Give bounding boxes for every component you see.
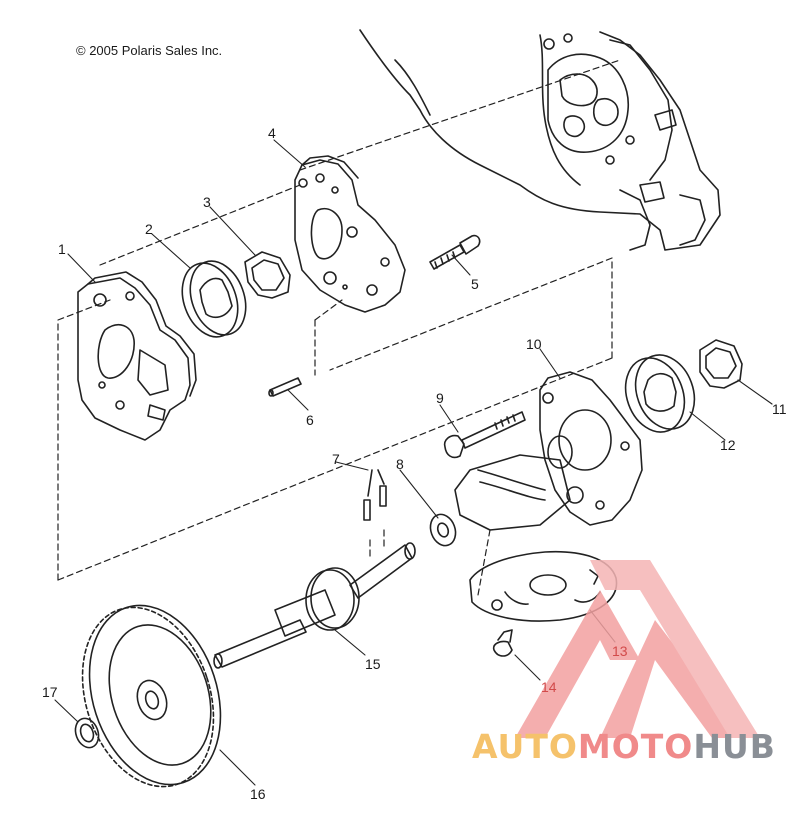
part-6-dowel-pin bbox=[268, 377, 302, 397]
part-12-outer-rotor bbox=[624, 354, 696, 433]
callout-15: 15 bbox=[365, 656, 381, 672]
crankcase-housing bbox=[359, 29, 721, 251]
callout-4: 4 bbox=[268, 125, 276, 141]
leader-lines bbox=[54, 139, 773, 786]
callout-8: 8 bbox=[396, 456, 404, 472]
part-2-outer-rotor bbox=[181, 260, 247, 338]
callout-16: 16 bbox=[250, 786, 266, 802]
part-4-pump-plate bbox=[294, 155, 406, 313]
callout-1: 1 bbox=[58, 241, 66, 257]
callout-2: 2 bbox=[145, 221, 153, 237]
watermark-logo bbox=[515, 560, 760, 738]
part-10-pump-cover bbox=[454, 371, 643, 531]
alignment-lines bbox=[57, 59, 621, 596]
watermark-hub: HUB bbox=[693, 727, 776, 766]
copyright-notice: © 2005 Polaris Sales Inc. bbox=[76, 43, 223, 58]
callout-11: 11 bbox=[772, 401, 787, 417]
callout-13: 13 bbox=[612, 643, 628, 659]
callout-5: 5 bbox=[471, 276, 479, 292]
callout-6: 6 bbox=[306, 412, 314, 428]
part-11-inner-rotor bbox=[699, 339, 743, 389]
part-16-drive-gear bbox=[81, 604, 222, 788]
callout-14: 14 bbox=[541, 679, 557, 695]
watermark-moto: MOTO bbox=[577, 727, 694, 766]
callout-12: 12 bbox=[720, 437, 736, 453]
watermark-text: AUTOMOTOHUB bbox=[472, 730, 776, 763]
callout-7: 7 bbox=[332, 451, 340, 467]
part-8-washer bbox=[429, 513, 457, 547]
part-5-screw bbox=[429, 234, 481, 270]
part-3-inner-rotor bbox=[244, 251, 291, 299]
part-17-washer bbox=[74, 717, 100, 749]
watermark-auto: AUTO bbox=[472, 727, 578, 766]
part-15-shaft bbox=[213, 542, 416, 669]
part-14-bolt bbox=[492, 629, 513, 657]
callout-10: 10 bbox=[526, 336, 542, 352]
callout-17: 17 bbox=[42, 684, 58, 700]
callout-9: 9 bbox=[436, 390, 444, 406]
part-7-pins bbox=[363, 469, 387, 521]
part-9-bolt bbox=[443, 411, 526, 459]
callout-3: 3 bbox=[203, 194, 211, 210]
part-1-pump-housing bbox=[77, 271, 197, 441]
